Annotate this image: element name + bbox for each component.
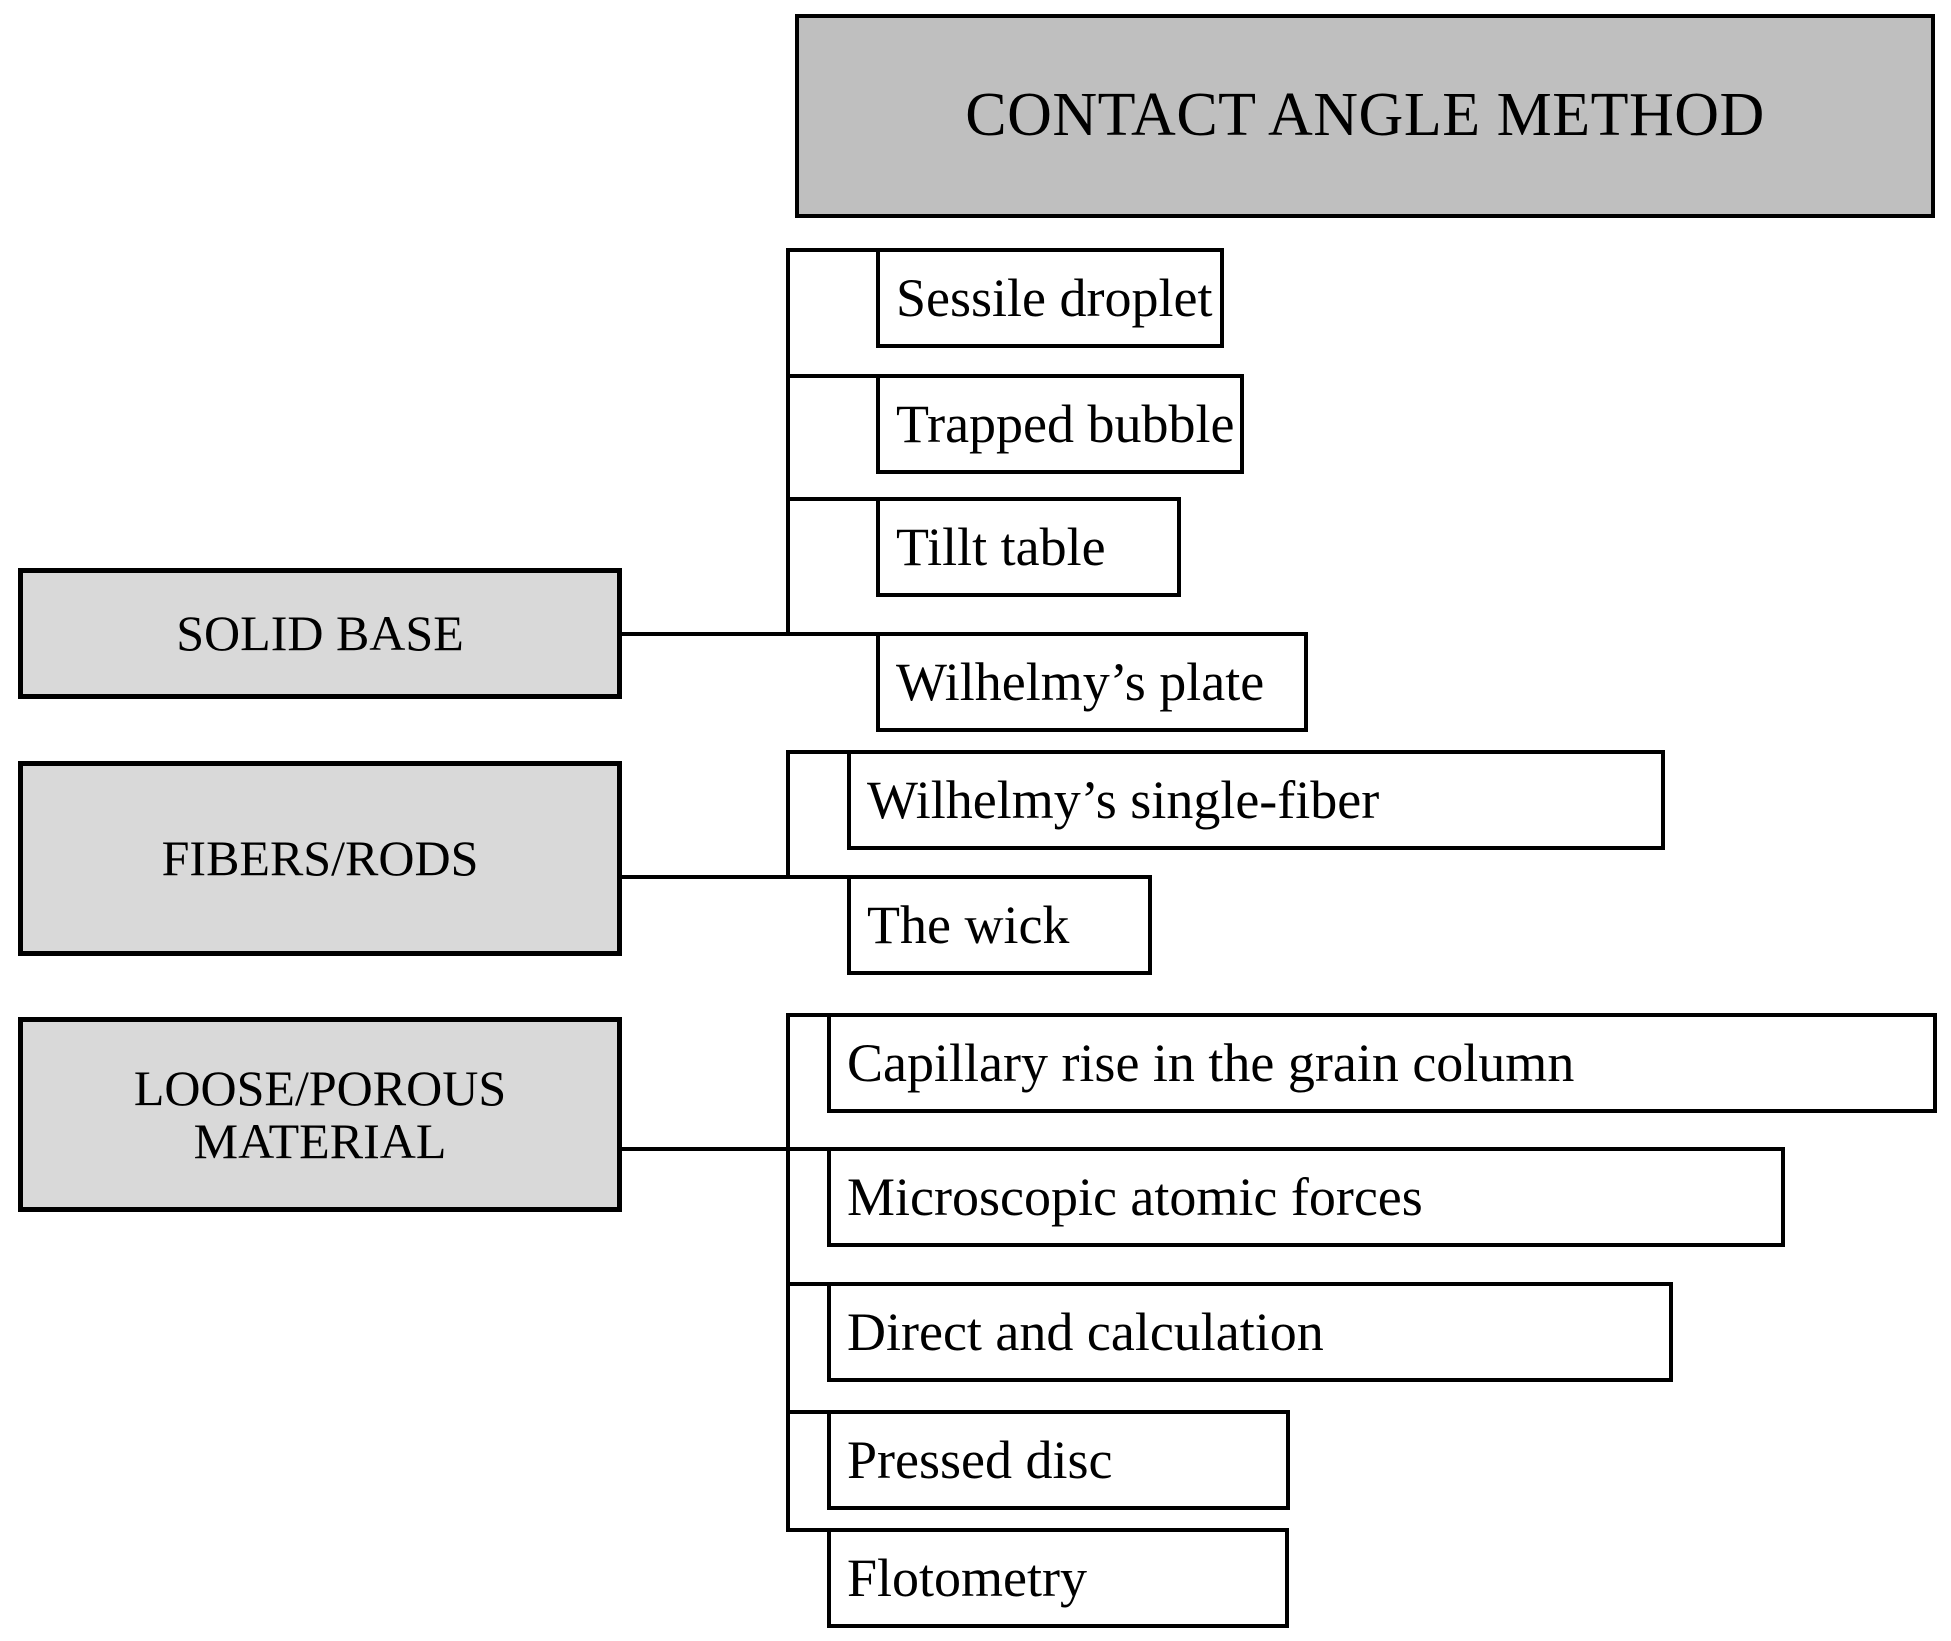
method-box-wilhelmys-single-fiber[interactable]: Wilhelmy’s single-fiber: [847, 750, 1665, 850]
connector-stub-tillt-table: [786, 497, 878, 501]
connector-stub-trapped-bubble: [786, 374, 878, 378]
method-box-the-wick[interactable]: The wick: [847, 875, 1152, 975]
connector-stub-flotometry: [786, 1528, 834, 1532]
connector-stub-capillary-rise-grain-column: [786, 1013, 834, 1017]
connector-stub-microscopic-atomic-forces: [786, 1147, 834, 1151]
category-box-fibers-rods[interactable]: FIBERS/RODS: [18, 761, 622, 956]
method-box-capillary-rise-grain-column[interactable]: Capillary rise in the grain column: [827, 1013, 1937, 1113]
method-box-microscopic-atomic-forces[interactable]: Microscopic atomic forces: [827, 1147, 1785, 1247]
header-contact-angle-method: CONTACT ANGLE METHOD: [795, 14, 1935, 218]
category-label-line-2: MATERIAL: [193, 1112, 447, 1169]
connector-stub-pressed-disc: [786, 1410, 834, 1414]
method-box-pressed-disc[interactable]: Pressed disc: [827, 1410, 1290, 1510]
method-box-tillt-table[interactable]: Tillt table: [876, 497, 1181, 597]
category-label-line-1: LOOSE/POROUS: [133, 1060, 507, 1116]
connector-solid-base-to-trunk: [620, 632, 790, 636]
trunk-line-loose-porous-material: [786, 1013, 790, 1532]
trunk-line-solid-base: [786, 248, 790, 636]
trunk-line-fibers-rods: [786, 750, 790, 879]
method-box-direct-and-calculation[interactable]: Direct and calculation: [827, 1282, 1673, 1382]
category-box-solid-base[interactable]: SOLID BASE: [18, 568, 622, 699]
connector-stub-wilhelmys-plate: [786, 632, 878, 636]
connector-loose-porous-to-trunk: [620, 1147, 790, 1151]
connector-fibers-rods-to-trunk: [620, 875, 790, 879]
method-box-flotometry[interactable]: Flotometry: [827, 1528, 1289, 1628]
method-box-trapped-bubble[interactable]: Trapped bubble: [876, 374, 1244, 474]
connector-stub-wilhelmys-single-fiber: [786, 750, 850, 754]
connector-stub-direct-and-calculation: [786, 1282, 834, 1286]
method-box-sessile-droplet[interactable]: Sessile droplet: [876, 248, 1224, 348]
method-box-wilhelmys-plate[interactable]: Wilhelmy’s plate: [876, 632, 1308, 732]
connector-stub-the-wick: [786, 875, 850, 879]
connector-stub-sessile-droplet: [786, 248, 878, 252]
category-box-loose-porous-material[interactable]: LOOSE/POROUS MATERIAL: [18, 1017, 622, 1212]
